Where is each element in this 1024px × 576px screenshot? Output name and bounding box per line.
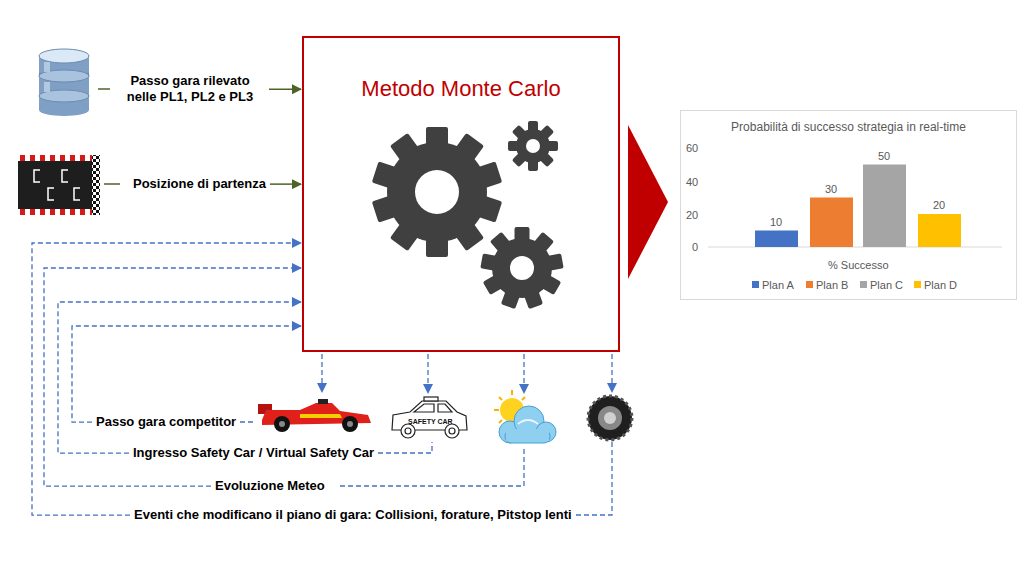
input-arrow [270,183,301,185]
bar-chart [680,110,1017,300]
legend-text: Plan D [924,279,957,291]
input-arrow [269,89,301,91]
input-label: Passo gara rilevato nelle PL1, PL2 e PL3 [115,73,265,106]
chart-panel: Probabilità di successo strategia in rea… [680,110,1017,300]
leader-line [104,183,120,185]
input-label: Eventi che modificano il piano di gara: … [134,507,572,523]
legend-text: Plan A [762,279,794,291]
gear-hole [510,256,534,280]
dashed-connector [58,302,301,453]
axis-tick: 60 [686,142,698,154]
bar [918,214,961,247]
leader-line [98,88,110,90]
bar [755,231,798,248]
f1-car-icon [258,399,371,432]
input-text: Eventi che modificano il piano di gara: … [134,507,572,523]
process-box: Metodo Monte Carlo [302,36,620,352]
input-text: Ingresso Safety Car / Virtual Safety Car [133,445,374,461]
tyre-icon [588,396,632,440]
starting-grid-icon [18,155,100,215]
database-icon [39,49,89,116]
input-text: Posizione di partenza [133,176,266,192]
dashed-connector [72,326,301,422]
value-label: 20 [933,199,945,211]
axis-tick: 40 [686,176,698,188]
gear-body [387,142,487,242]
input-text: Passo gara competitor [96,414,236,430]
input-label: Posizione di partenza [133,176,266,192]
legend-text: Plan B [816,279,848,291]
car-text: SAFETY CAR [408,418,453,425]
input-label: Evoluzione Meteo [215,478,325,494]
big-arrow [628,125,668,279]
gears-icon [372,121,564,309]
dashed-connector [32,243,301,515]
bar [863,165,906,248]
chart-title: Probabilità di successo strategia in rea… [681,120,1016,134]
input-label: Passo gara competitor [96,414,236,430]
input-text: Evoluzione Meteo [215,478,325,494]
gear-body [492,238,552,298]
legend-swatch [860,281,867,288]
axis-tick: 20 [686,209,698,221]
gear-hole [526,139,540,153]
legend-swatch [914,281,921,288]
gear [372,127,502,257]
legend-text: Plan C [870,279,903,291]
legend-swatch [752,281,759,288]
input-text: Passo gara rilevato nelle PL1, PL2 e PL3 [115,73,265,106]
value-label: 50 [878,150,890,162]
value-label: 10 [770,216,782,228]
weather-icon [494,390,556,443]
axis-tick: 0 [692,241,698,253]
input-label: Ingresso Safety Car / Virtual Safety Car [133,445,374,461]
value-label: 30 [825,183,837,195]
box-title: Metodo Monte Carlo [304,76,618,102]
bar [810,198,853,248]
gear-hole [415,170,459,214]
safety-car-icon [392,397,467,438]
legend-swatch [806,281,813,288]
gear [480,227,563,309]
gear [508,121,558,171]
axis-title: % Successo [828,259,889,271]
gear-body [516,129,550,163]
